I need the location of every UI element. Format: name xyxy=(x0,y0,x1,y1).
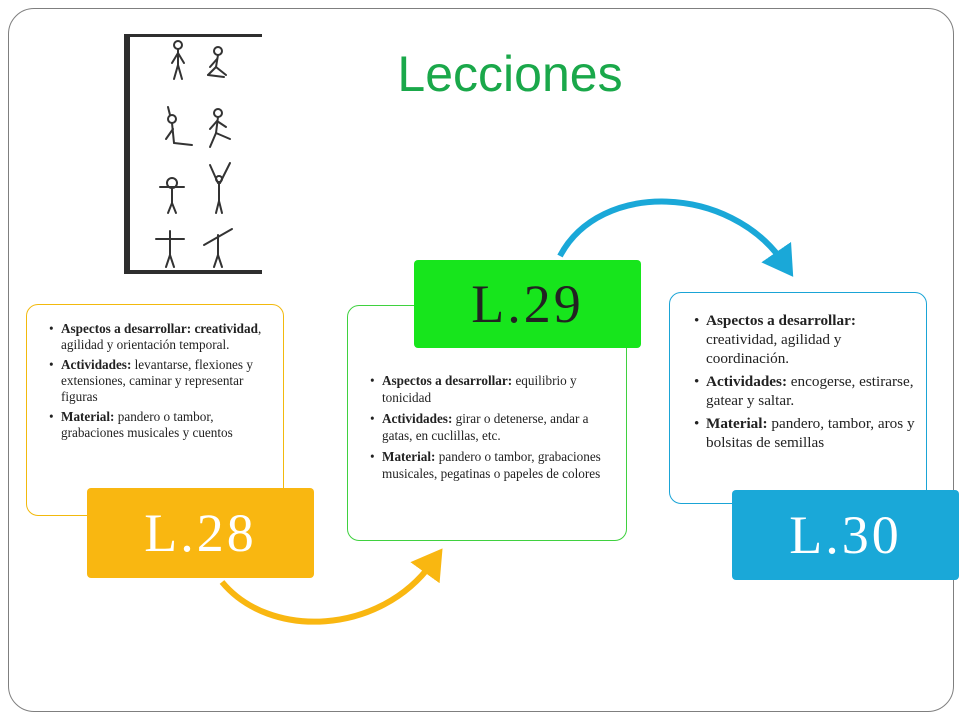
arrow-l29-to-l30 xyxy=(557,198,794,277)
lesson-28-list: Aspectos a desarrollar: creatividad, agi… xyxy=(47,321,273,441)
lesson-29-list: Aspectos a desarrollar: equilibrio y ton… xyxy=(368,372,618,482)
lesson-30-card: Aspectos a desarrollar: creatividad, agi… xyxy=(669,292,927,504)
lesson-29-badge: L.29 xyxy=(414,260,641,348)
list-item: Aspectos a desarrollar: creatividad, agi… xyxy=(49,321,273,353)
list-item: Material: pandero, tambor, aros y bolsit… xyxy=(694,414,918,452)
lesson-28-badge: L.28 xyxy=(87,488,314,578)
list-item: Material: pandero o tambor, grabaciones … xyxy=(370,448,618,482)
stick-figures-image xyxy=(124,34,262,274)
list-item: Actividades: levantarse, flexiones y ext… xyxy=(49,357,273,405)
list-item: Actividades: encogerse, estirarse, gatea… xyxy=(694,372,918,410)
lesson-30-list: Aspectos a desarrollar: creatividad, agi… xyxy=(692,311,918,452)
arrow-l28-to-l29 xyxy=(219,548,443,625)
lesson-28-card: Aspectos a desarrollar: creatividad, agi… xyxy=(26,304,284,516)
lesson-30-badge: L.30 xyxy=(732,490,959,580)
slide-title: Lecciones xyxy=(397,46,623,102)
list-item: Aspectos a desarrollar: creatividad, agi… xyxy=(694,311,918,368)
list-item: Aspectos a desarrollar: equilibrio y ton… xyxy=(370,372,618,406)
list-item: Material: pandero o tambor, grabaciones … xyxy=(49,409,273,441)
stick-figure-poses-icon xyxy=(155,40,233,268)
list-item: Actividades: girar o detenerse, andar a … xyxy=(370,410,618,444)
